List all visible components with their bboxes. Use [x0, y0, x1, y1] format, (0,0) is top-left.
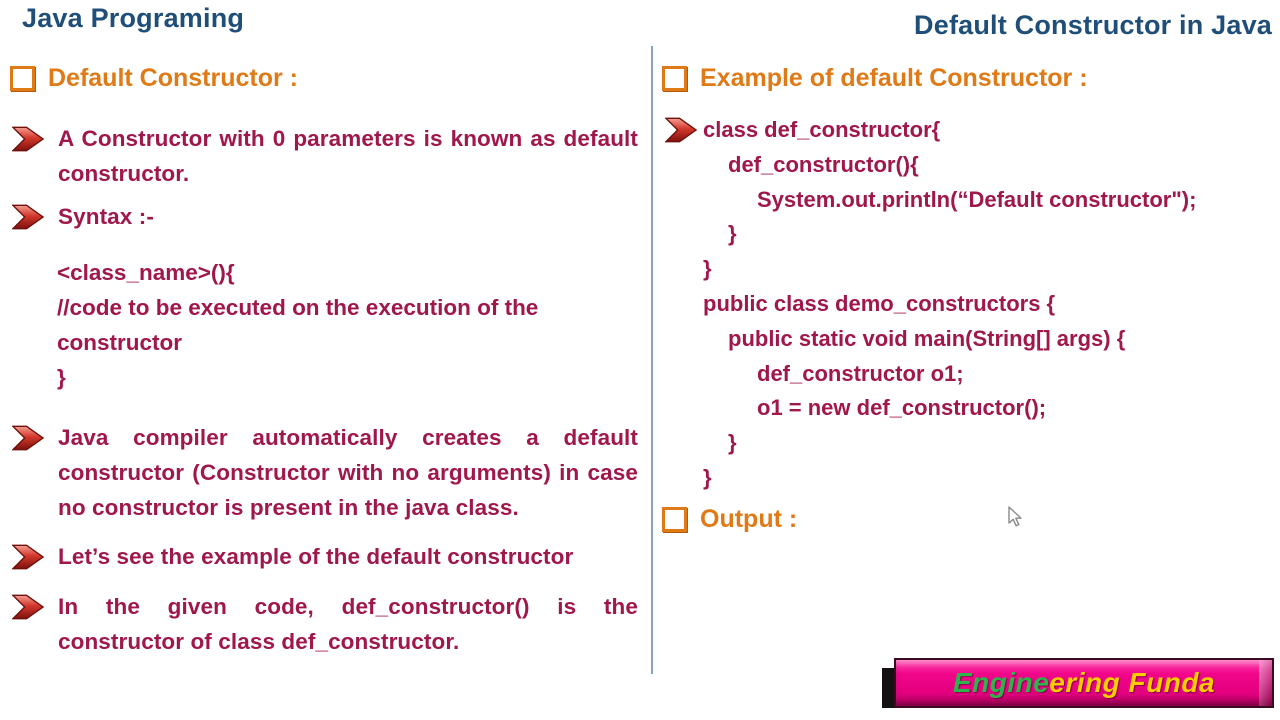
bullet-text: Java compiler automatically creates a de… [58, 425, 638, 520]
syntax-line: constructor [57, 330, 183, 355]
square-bullet-icon [662, 507, 687, 532]
section-heading-label: Default Constructor : [48, 64, 298, 92]
slide-title: Default Constructor in Java [914, 10, 1272, 40]
logo-bar: Engineering Funda [894, 658, 1274, 708]
bullet-text: In the given code, def_constructor() is … [58, 594, 638, 654]
brand-logo: Engineering Funda [882, 656, 1274, 712]
code-line: def_constructor o1; [757, 360, 964, 386]
code-line: public class demo_constructors { [703, 290, 1056, 316]
page-title: Java Programing [22, 3, 245, 33]
column-divider [651, 46, 653, 674]
section-heading-example: Example of default Constructor : [662, 64, 1088, 93]
code-line: class def_constructor{ [703, 117, 941, 142]
code-line: public static void main(String[] args) { [728, 325, 1126, 351]
list-item: Let’s see the example of the default con… [12, 539, 640, 574]
logo-text-green: Engine [952, 667, 1050, 698]
bullet-text: A Constructor with 0 parameters is known… [58, 126, 638, 186]
list-item: A Constructor with 0 parameters is known… [12, 121, 640, 191]
syntax-line: <class_name>(){ [57, 260, 235, 285]
logo-text-yellow: ering Funda [1049, 667, 1216, 698]
section-heading-output: Output : [662, 505, 797, 534]
mouse-cursor [1008, 506, 1022, 527]
list-item: In the given code, def_constructor() is … [12, 589, 640, 659]
code-line: def_constructor(){ [728, 151, 919, 177]
square-bullet-icon [10, 66, 35, 91]
section-heading-label: Output : [700, 505, 798, 533]
section-heading-label: Example of default Constructor : [700, 64, 1088, 92]
code-line: System.out.println(“Default constructor"… [757, 186, 1197, 212]
syntax-line: //code to be executed on the execution o… [57, 295, 539, 320]
arrow-bullet-icon [12, 594, 44, 620]
arrow-bullet-icon [12, 544, 44, 570]
code-line: } [728, 221, 737, 247]
bullet-text: Let’s see the example of the default con… [58, 544, 574, 569]
syntax-code-block: <class_name>(){ //code to be executed on… [57, 255, 538, 395]
arrow-bullet-icon [12, 126, 44, 152]
section-heading-default-constructor: Default Constructor : [10, 64, 298, 93]
example-code-block: class def_constructor{ def_constructor()… [662, 113, 1278, 496]
arrow-bullet-icon [12, 425, 44, 451]
arrow-bullet-icon [12, 204, 44, 230]
bullet-text: Syntax :- [58, 204, 154, 229]
square-bullet-icon [662, 66, 687, 91]
code-line: } [703, 464, 712, 490]
logo-text: Engineering Funda [953, 667, 1215, 699]
list-item: Java compiler automatically creates a de… [12, 420, 640, 525]
code-line: } [703, 256, 712, 282]
code-line: o1 = new def_constructor(); [757, 395, 1047, 421]
syntax-line: } [57, 365, 66, 390]
list-item: Syntax :- [12, 199, 640, 234]
code-line: } [728, 430, 737, 456]
